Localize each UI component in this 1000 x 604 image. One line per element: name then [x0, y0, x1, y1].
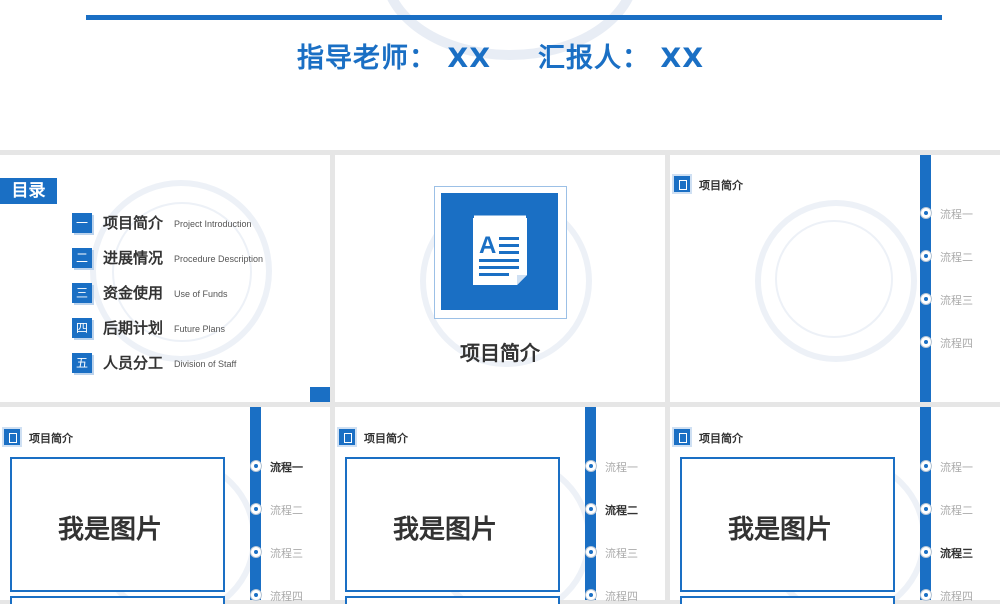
toc-label: 人员分工 — [103, 354, 164, 372]
dot-icon — [250, 460, 262, 472]
dot-icon — [585, 460, 597, 472]
toc-english-label: Use of Funds — [174, 289, 228, 299]
university-seal-watermark — [90, 180, 272, 362]
step-label: 流程四 — [605, 590, 638, 603]
toc-label: 后期计划 — [103, 319, 164, 337]
dot-icon — [585, 503, 597, 515]
dot-icon — [920, 207, 932, 219]
steps-slide[interactable] — [670, 155, 1000, 402]
toc-english-label: Project Introduction — [174, 219, 252, 229]
image-placeholder-label: 我是图片 — [393, 515, 498, 545]
step-label: 流程一 — [940, 461, 973, 474]
step-label: 流程一 — [605, 461, 638, 474]
toc-label: 项目简介 — [103, 214, 164, 232]
image-placeholder[interactable] — [10, 596, 225, 604]
dot-icon — [250, 503, 262, 515]
title-divider-line — [86, 15, 942, 20]
image-placeholder[interactable] — [680, 596, 895, 604]
toc-title: 目录 — [0, 178, 57, 204]
title-slide-fragment: 指导老师： XX 汇报人： XX — [0, 0, 1000, 150]
dot-icon — [920, 503, 932, 515]
image-placeholder[interactable] — [345, 596, 560, 604]
step-label: 流程一 — [270, 461, 303, 474]
image-placeholder[interactable] — [680, 457, 895, 592]
step-label: 流程二 — [605, 504, 638, 517]
section-title: 项目简介 — [460, 341, 540, 365]
side-bar — [920, 155, 931, 402]
toc-english-label: Division of Staff — [174, 359, 237, 369]
step-label: 流程二 — [940, 251, 973, 264]
slide-header: 项目简介 — [364, 432, 408, 445]
step-label: 流程四 — [940, 590, 973, 603]
toc-label: 资金使用 — [103, 284, 164, 302]
slide-header: 项目简介 — [699, 432, 743, 445]
dot-icon — [250, 546, 262, 558]
dot-icon — [920, 293, 932, 305]
corner-accent — [310, 387, 330, 402]
dot-icon — [250, 589, 262, 601]
toc-number: 二 — [72, 248, 92, 268]
slide-header: 项目简介 — [29, 432, 73, 445]
reporter-label: 汇报人： XX — [538, 43, 705, 74]
university-seal-watermark — [755, 200, 917, 362]
toc-number: 四 — [72, 318, 92, 338]
dot-icon — [920, 336, 932, 348]
document-icon — [337, 427, 357, 447]
dot-icon — [920, 546, 932, 558]
dot-icon — [920, 460, 932, 472]
toc-label: 进展情况 — [103, 249, 164, 267]
document-icon — [672, 427, 692, 447]
image-placeholder-label: 我是图片 — [728, 515, 833, 545]
document-icon — [672, 174, 692, 194]
toc-english-label: Future Plans — [174, 324, 226, 334]
toc-number: 五 — [72, 353, 92, 373]
step-label: 流程二 — [270, 504, 303, 517]
toc-number: 一 — [72, 213, 92, 233]
document-icon — [2, 427, 22, 447]
step-label: 流程四 — [270, 590, 303, 603]
dot-icon — [585, 589, 597, 601]
toc-english-label: Procedure Description — [174, 254, 264, 264]
dot-icon — [920, 589, 932, 601]
image-placeholder[interactable] — [345, 457, 560, 592]
step-label: 流程一 — [940, 208, 973, 221]
step-label: 流程三 — [940, 294, 973, 307]
seal-inner-ring — [775, 220, 893, 338]
document-icon: A — [441, 193, 558, 310]
step-label: 流程三 — [270, 547, 303, 560]
dot-icon — [920, 250, 932, 262]
image-placeholder-label: 我是图片 — [58, 515, 163, 545]
image-placeholder[interactable] — [10, 457, 225, 592]
toc-number: 三 — [72, 283, 92, 303]
step-label: 流程三 — [605, 547, 638, 560]
seal-inner-ring — [112, 202, 252, 342]
svg-text:A: A — [479, 232, 496, 259]
step-label: 流程三 — [940, 547, 973, 560]
slide-header: 项目简介 — [699, 179, 743, 192]
advisor-label: 指导老师： XX — [297, 43, 492, 74]
step-label: 流程二 — [940, 504, 973, 517]
dot-icon — [585, 546, 597, 558]
step-label: 流程四 — [940, 337, 973, 350]
